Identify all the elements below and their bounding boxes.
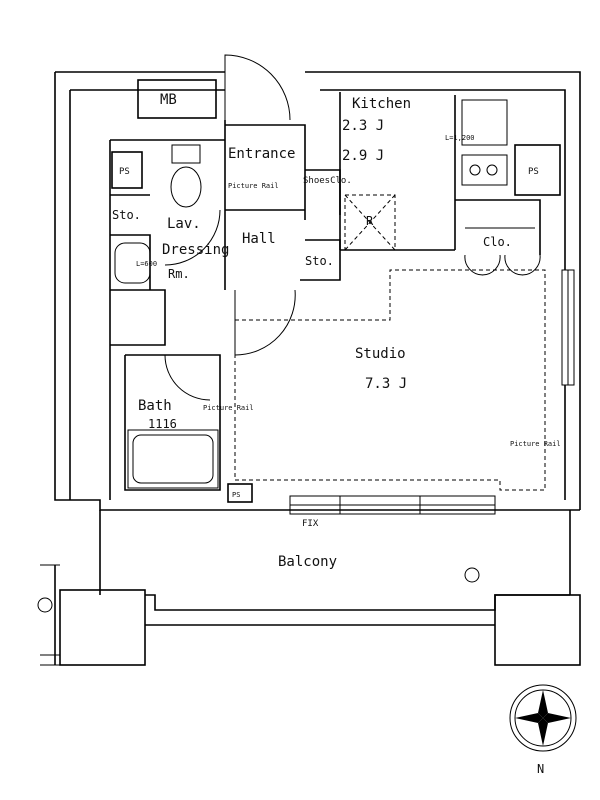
bath-size: 1116 bbox=[148, 417, 177, 431]
kitchen-label: Kitchen bbox=[352, 96, 411, 112]
studio-label: Studio bbox=[355, 346, 406, 362]
balcony-drain bbox=[464, 567, 480, 583]
lav-door bbox=[164, 209, 221, 266]
window-fix bbox=[289, 495, 496, 515]
fridge-label: R bbox=[366, 214, 374, 228]
entrance-door bbox=[224, 54, 291, 121]
fix-label: FIX bbox=[302, 519, 319, 529]
fridge-space bbox=[344, 194, 396, 251]
ps-right-label: PS bbox=[528, 167, 539, 177]
picture-rail-entrance: Picture Rail bbox=[228, 182, 279, 190]
dashed-lines bbox=[234, 194, 546, 491]
kitchen-size: 2.3 J bbox=[342, 118, 384, 134]
toilet bbox=[170, 144, 202, 208]
hall-label: Hall bbox=[242, 231, 276, 247]
storage-hall-label: Sto. bbox=[305, 254, 334, 268]
mb-box bbox=[137, 79, 217, 119]
closet-label: Clo. bbox=[483, 235, 512, 249]
bath-door bbox=[164, 354, 211, 401]
counter-note: L=1,200 bbox=[445, 134, 475, 142]
balcony-label: Balcony bbox=[278, 554, 337, 570]
rm-label: Rm. bbox=[168, 267, 190, 281]
balcony-walls bbox=[37, 510, 581, 666]
storage-left-label: Sto. bbox=[112, 208, 141, 222]
shoes-clo-label: ShoesClo. bbox=[303, 176, 352, 186]
interior-walls bbox=[109, 92, 561, 503]
north-label: N bbox=[537, 762, 544, 776]
bath-label: Bath bbox=[138, 398, 172, 414]
outer-walls bbox=[54, 71, 581, 511]
dressing-label: Dressing bbox=[162, 242, 229, 258]
compass-icon bbox=[509, 684, 577, 752]
picture-rail-bath: Picture Rail bbox=[203, 404, 254, 412]
closet-door bbox=[464, 254, 541, 276]
lav-label: Lav. bbox=[167, 216, 201, 232]
stove bbox=[469, 164, 498, 176]
bathtub bbox=[132, 434, 214, 484]
ps-bottom-label: PS bbox=[232, 491, 240, 499]
kitchen-size2: 2.9 J bbox=[342, 148, 384, 164]
washer-note: L=600 bbox=[136, 260, 157, 268]
mb-label: MB bbox=[160, 92, 177, 108]
entrance-label: Entrance bbox=[228, 146, 295, 162]
hall-door bbox=[234, 289, 296, 356]
ps-left-label: PS bbox=[119, 167, 130, 177]
window-right bbox=[561, 269, 575, 386]
studio-size: 7.3 J bbox=[365, 376, 407, 392]
picture-rail-studio: Picture Rail bbox=[510, 440, 561, 448]
washbasin bbox=[114, 242, 151, 284]
